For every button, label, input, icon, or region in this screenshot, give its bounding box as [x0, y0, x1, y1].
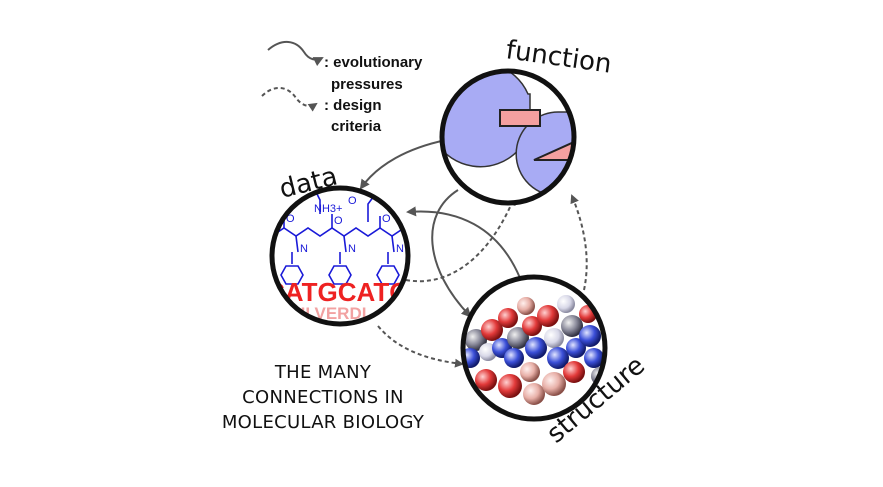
nitrogen-label-3: N	[396, 243, 404, 255]
arrow-function-to-structure	[431, 189, 472, 318]
legend: : evolutionary pressures : design criter…	[261, 41, 423, 135]
oxygen-label-1: O	[286, 213, 295, 225]
evolutionary-pressure-arrows	[359, 139, 521, 318]
peptide-structure	[272, 191, 408, 285]
arrow-data-to-function	[405, 196, 516, 283]
caption-line-3: MOLECULAR BIOLOGY	[222, 412, 425, 433]
substrate-rectangle	[499, 109, 541, 127]
data-node: NH3+ O O O O N N N CATGCATG KFILVERDI da…	[266, 162, 411, 327]
arrow-function-to-data	[359, 139, 447, 190]
legend-dashed-label-1: : design	[324, 97, 382, 114]
nh3-label: NH3+	[314, 203, 342, 215]
oxygen-label-3: O	[382, 213, 391, 225]
design-criteria-arrows	[377, 194, 588, 368]
arrow-structure-to-data	[406, 206, 521, 279]
nitrogen-label-1: N	[300, 243, 308, 255]
oxygen-label-4: O	[348, 195, 357, 207]
caption-line-2: CONNECTIONS IN	[242, 387, 404, 408]
caption: THE MANY CONNECTIONS IN MOLECULAR BIOLOG…	[222, 362, 425, 433]
protein-space-filling-model	[463, 295, 605, 405]
oxygen-label-2: O	[334, 215, 343, 227]
arrow-data-to-structure	[377, 325, 464, 368]
nitrogen-label-2: N	[348, 243, 356, 255]
dna-sequence: CATGCATG	[266, 277, 409, 307]
legend-solid-label-1: : evolutionary	[324, 54, 423, 71]
substrate-triangle	[533, 140, 574, 161]
arrow-structure-to-function	[570, 194, 588, 291]
solid-arrow-sample	[267, 41, 324, 67]
legend-dashed-label-2: criteria	[331, 118, 382, 135]
caption-line-1: THE MANY	[274, 362, 372, 383]
function-node: function	[439, 35, 613, 206]
structure-node: structure	[460, 274, 651, 449]
dashed-arrow-sample	[261, 87, 318, 112]
legend-solid-label-2: pressures	[331, 76, 403, 93]
enzyme-illustration	[442, 71, 574, 197]
